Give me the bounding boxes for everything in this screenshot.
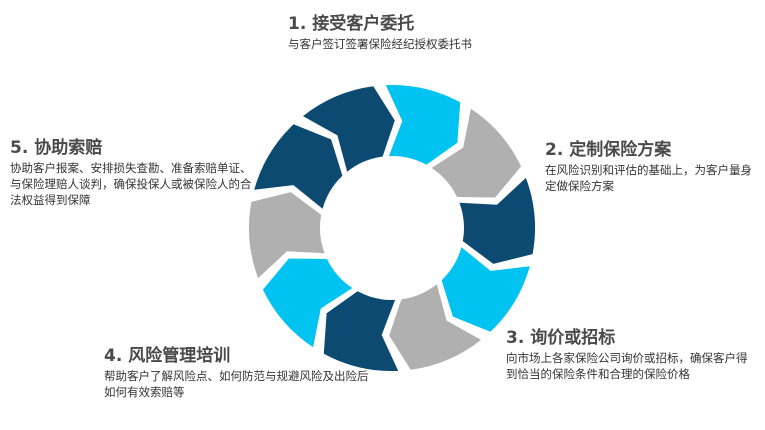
cycle-segment-7 [323, 291, 399, 372]
step-5-title: 5. 协助索赔 [10, 138, 103, 158]
step-4-risk-training: 4. 风险管理培训 帮助客户了解风险点、如何防范与规避风险及出险后如何有效索赔等 [104, 346, 374, 400]
step-1-description: 与客户签订签署保险经纪授权委托书 [288, 37, 472, 51]
step-2-title: 2. 定制保险方案 [545, 140, 672, 160]
cycle-segment-4 [459, 177, 535, 264]
cycle-segment-9 [249, 192, 325, 279]
step-3-title: 3. 询价或招标 [506, 328, 616, 348]
step-2-custom-plan: 2. 定制保险方案 在风险识别和评估的基础上，为客户量身定做保险方案 [545, 140, 755, 194]
step-1-receive-commission: 1. 接受客户委托 与客户签订签署保险经纪授权委托书 [288, 14, 548, 52]
cycle-segment-3 [431, 108, 522, 198]
cycle-segment-5 [441, 247, 530, 332]
step-4-description: 帮助客户了解风险点、如何防范与规避风险及出险后如何有效索赔等 [104, 369, 369, 399]
cycle-segment-10 [254, 124, 343, 209]
step-5-description: 协助客户报案、安排损失查勘、准备索赔单证、与保险理赔人谈判，确保投保人或被保险人… [10, 161, 252, 207]
step-4-title: 4. 风险管理培训 [104, 346, 231, 366]
cycle-segment-8 [262, 258, 353, 348]
cycle-segment-6 [389, 284, 481, 370]
step-2-description: 在风险识别和评估的基础上，为客户量身定做保险方案 [545, 163, 752, 193]
step-5-claims-assist: 5. 协助索赔 协助客户报案、安排损失查勘、准备索赔单证、与保险理赔人谈判，确保… [10, 138, 260, 208]
step-3-description: 向市场上各家保险公司询价或招标，确保客户得到恰当的保险条件和合理的保险价格 [506, 351, 748, 381]
cycle-segment-2 [385, 84, 461, 165]
step-1-title: 1. 接受客户委托 [288, 14, 415, 34]
cycle-segment-1 [303, 86, 395, 172]
step-3-inquiry-tender: 3. 询价或招标 向市场上各家保险公司询价或招标，确保客户得到恰当的保险条件和合… [506, 328, 751, 382]
